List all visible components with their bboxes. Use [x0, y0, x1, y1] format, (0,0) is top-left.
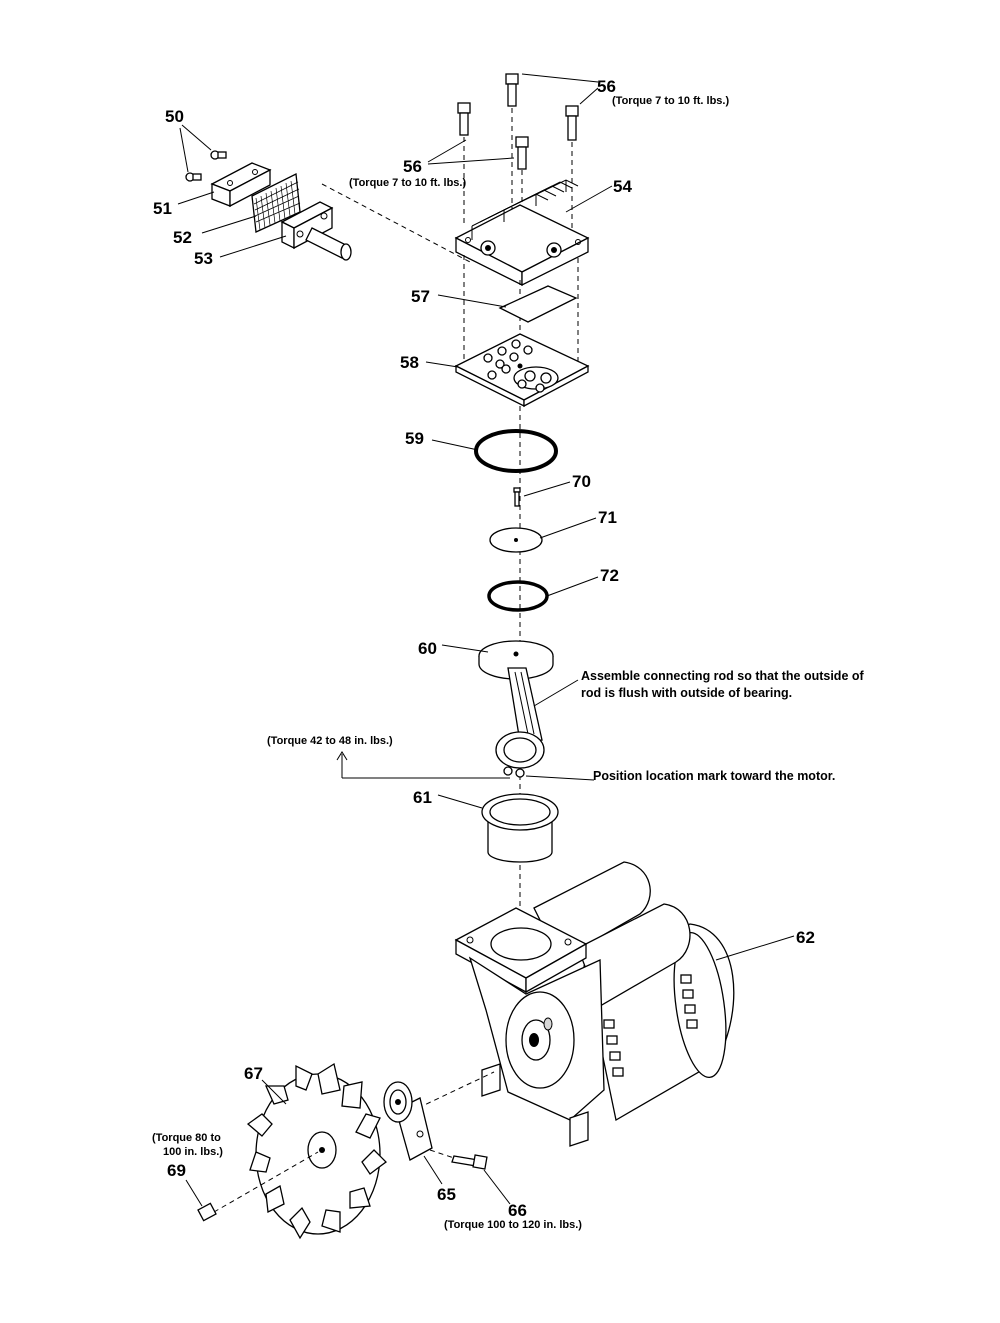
filter-housing-icon: [210, 162, 272, 208]
torque-note-rod: (Torque 42 to 48 in. lbs.): [267, 735, 393, 747]
assemble-note-line1: Assemble connecting rod so that the outs…: [581, 669, 865, 683]
position-mark-note: Position location mark toward the motor.: [593, 769, 835, 783]
bolt-icon: [565, 105, 579, 230]
intake-tube-icon: [280, 183, 471, 263]
callout-53: 53: [194, 249, 213, 268]
callout-70: 70: [572, 472, 591, 491]
screw-icon: [210, 150, 227, 160]
bolt-icon: [429, 1149, 488, 1170]
callout-65: 65: [437, 1185, 456, 1204]
o-ring-icon: [474, 429, 558, 473]
callout-66: 66: [508, 1201, 527, 1220]
callout-59: 59: [405, 429, 424, 448]
callout-60: 60: [418, 639, 437, 658]
bolt-icon: [197, 1202, 217, 1222]
torque-note-56-top: (Torque 7 to 10 ft. lbs.): [612, 95, 729, 107]
bolt-icon: [457, 102, 471, 225]
callout-54: 54: [613, 177, 632, 196]
screw-icon: [185, 172, 202, 182]
callout-52: 52: [173, 228, 192, 247]
torque-note-56-left: (Torque 7 to 10 ft. lbs.): [349, 177, 466, 189]
disc-icon: [489, 527, 543, 553]
torque-note-69-line1: (Torque 80 to: [152, 1132, 221, 1144]
bolt-icon: [505, 73, 519, 220]
callout-57: 57: [411, 287, 430, 306]
valve-plate-icon: [454, 333, 590, 408]
callout-69: 69: [167, 1161, 186, 1180]
callout-61: 61: [413, 788, 432, 807]
torque-note-69-line2: 100 in. lbs.): [163, 1146, 223, 1158]
callout-56-top: 56: [597, 77, 616, 96]
assemble-note-line2: rod is flush with outside of bearing.: [581, 686, 792, 700]
ring-icon: [487, 580, 549, 612]
gasket-icon: [498, 285, 578, 323]
callout-71: 71: [598, 508, 617, 527]
cylinder-sleeve-icon: [481, 793, 559, 863]
callout-62: 62: [796, 928, 815, 947]
filter-element-icon: [251, 172, 301, 233]
callout-56-left: 56: [403, 157, 422, 176]
callout-58: 58: [400, 353, 419, 372]
eccentric-icon: [383, 1081, 433, 1161]
connecting-rod-icon: [495, 667, 545, 778]
pin-icon: [513, 487, 521, 507]
callout-72: 72: [600, 566, 619, 585]
motor-housing-icon: [454, 861, 735, 1147]
cylinder-head-icon: [454, 179, 590, 287]
callout-67: 67: [244, 1064, 263, 1083]
fan-icon: [246, 1062, 387, 1240]
callout-51: 51: [153, 199, 172, 218]
callout-50: 50: [165, 107, 184, 126]
torque-note-66: (Torque 100 to 120 in. lbs.): [444, 1219, 582, 1231]
